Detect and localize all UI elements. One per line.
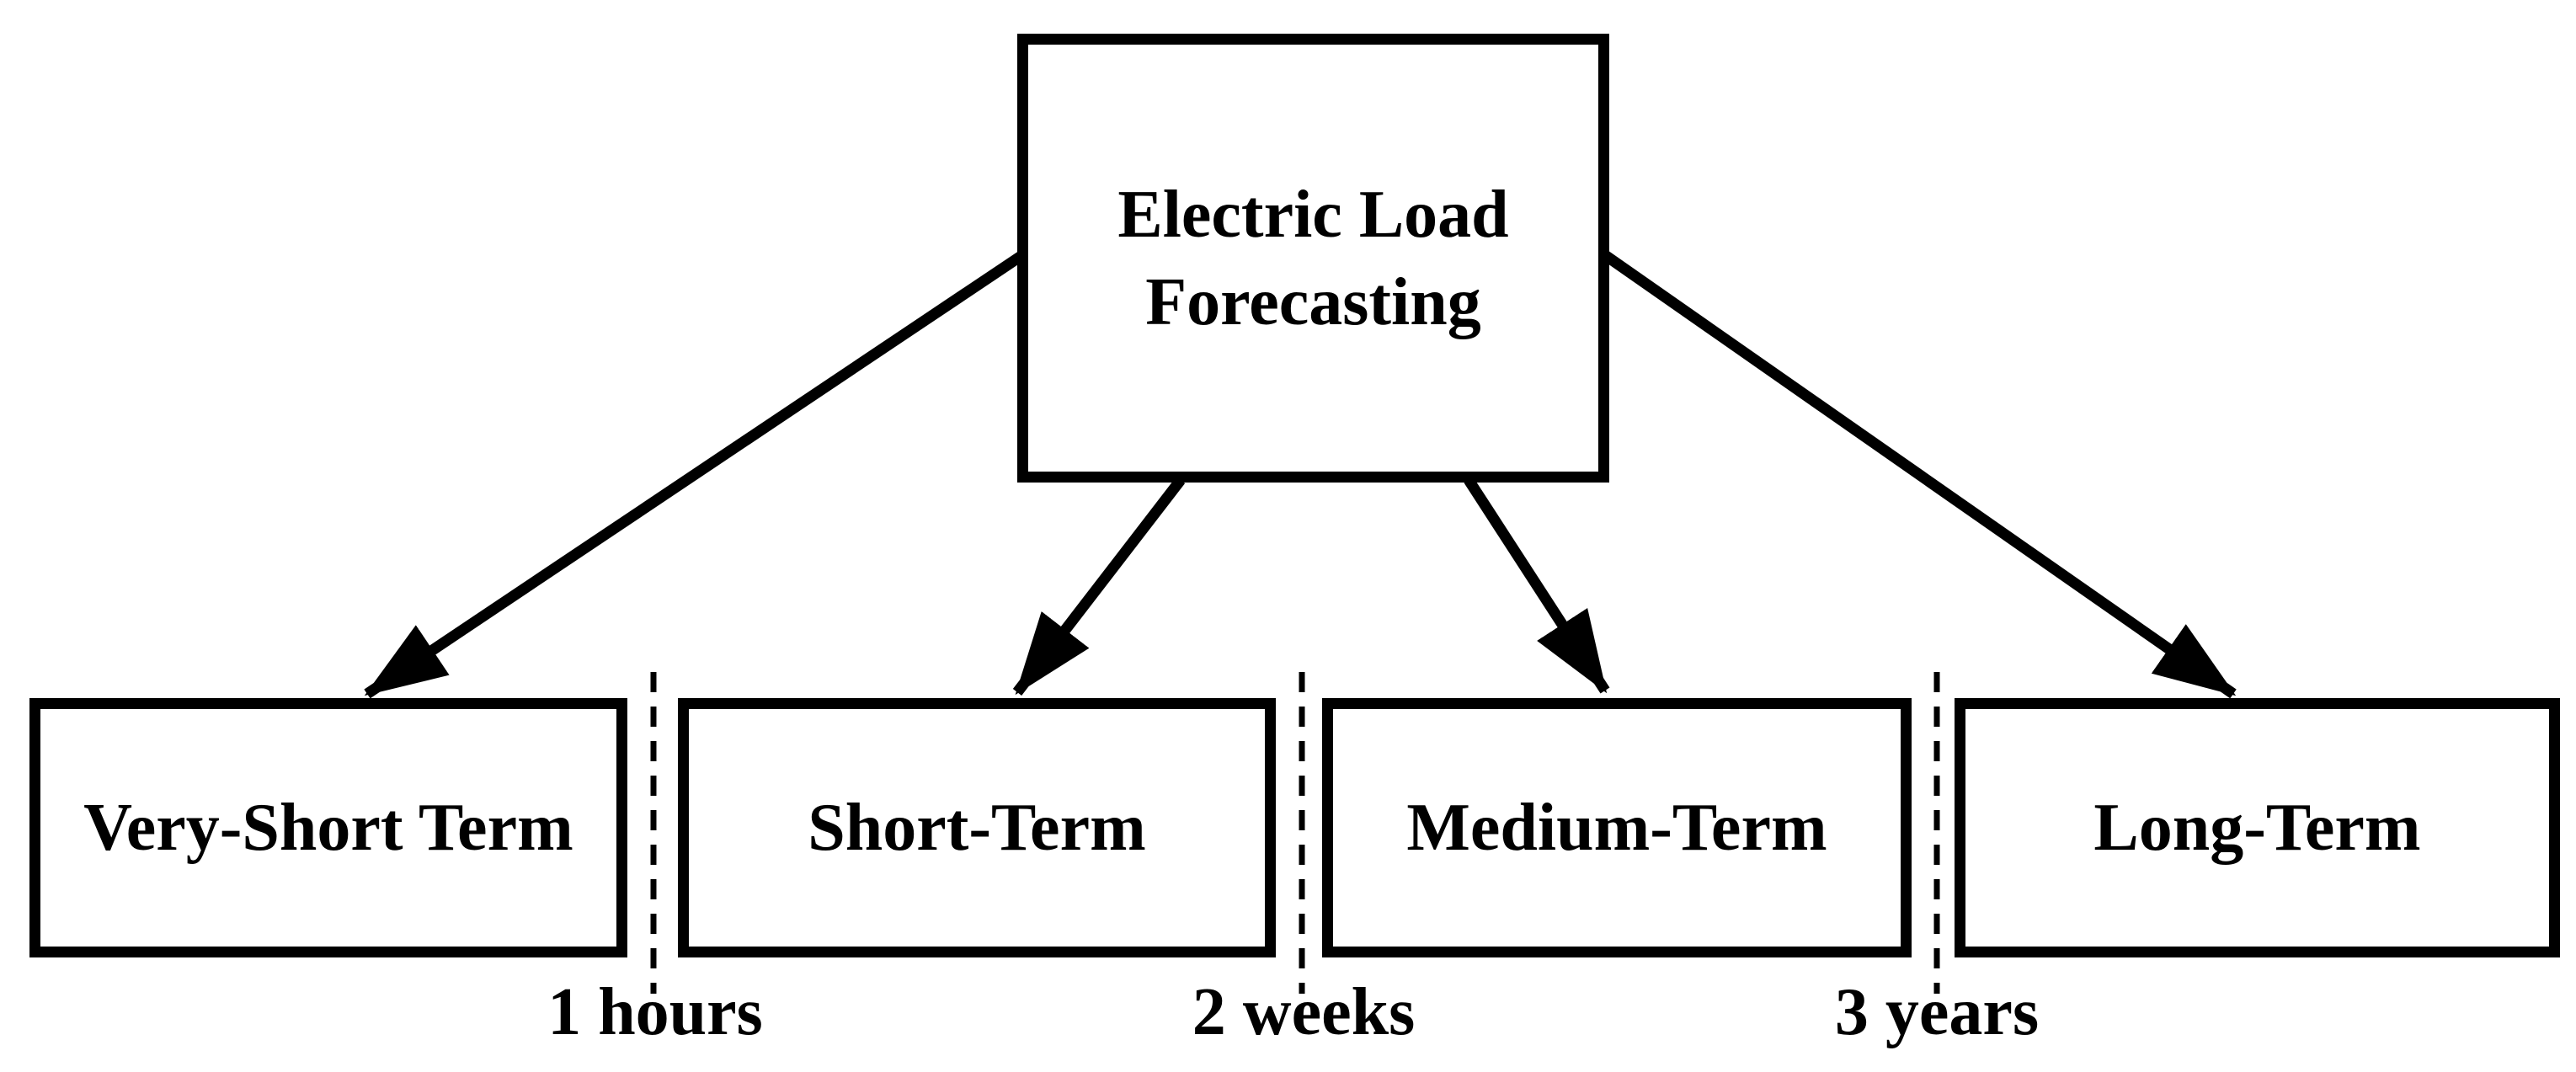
node-electric-load-forecasting: Electric Load Forecasting	[1017, 34, 1609, 483]
node-long-term-label: Long-Term	[2093, 791, 2421, 865]
threshold-3-years-text: 3 years	[1834, 975, 2040, 1049]
arrow-root-to-long-term	[1602, 250, 2237, 699]
threshold-2-weeks-text: 2 weeks	[1192, 975, 1416, 1049]
node-long-term: Long-Term	[1955, 698, 2560, 957]
threshold-label-2-weeks: 2 weeks	[1192, 975, 1415, 1049]
threshold-label-1-hours: 1 hours	[547, 975, 763, 1049]
arrow-root-to-very-short-term	[364, 250, 1026, 699]
node-very-short-term: Very-Short Term	[29, 698, 627, 957]
node-medium-term-label: Medium-Term	[1406, 791, 1827, 865]
node-short-term-label: Short-Term	[808, 791, 1146, 865]
arrow-root-to-medium-term	[1464, 477, 1610, 694]
threshold-1-hours-text: 1 hours	[547, 975, 763, 1049]
node-short-term: Short-Term	[678, 698, 1276, 957]
node-medium-term: Medium-Term	[1322, 698, 1912, 957]
arrow-root-to-short-term	[1012, 477, 1186, 696]
node-electric-load-forecasting-label: Electric Load Forecasting	[1117, 177, 1509, 339]
threshold-label-3-years: 3 years	[1835, 975, 2039, 1049]
node-very-short-term-label: Very-Short Term	[83, 791, 573, 865]
